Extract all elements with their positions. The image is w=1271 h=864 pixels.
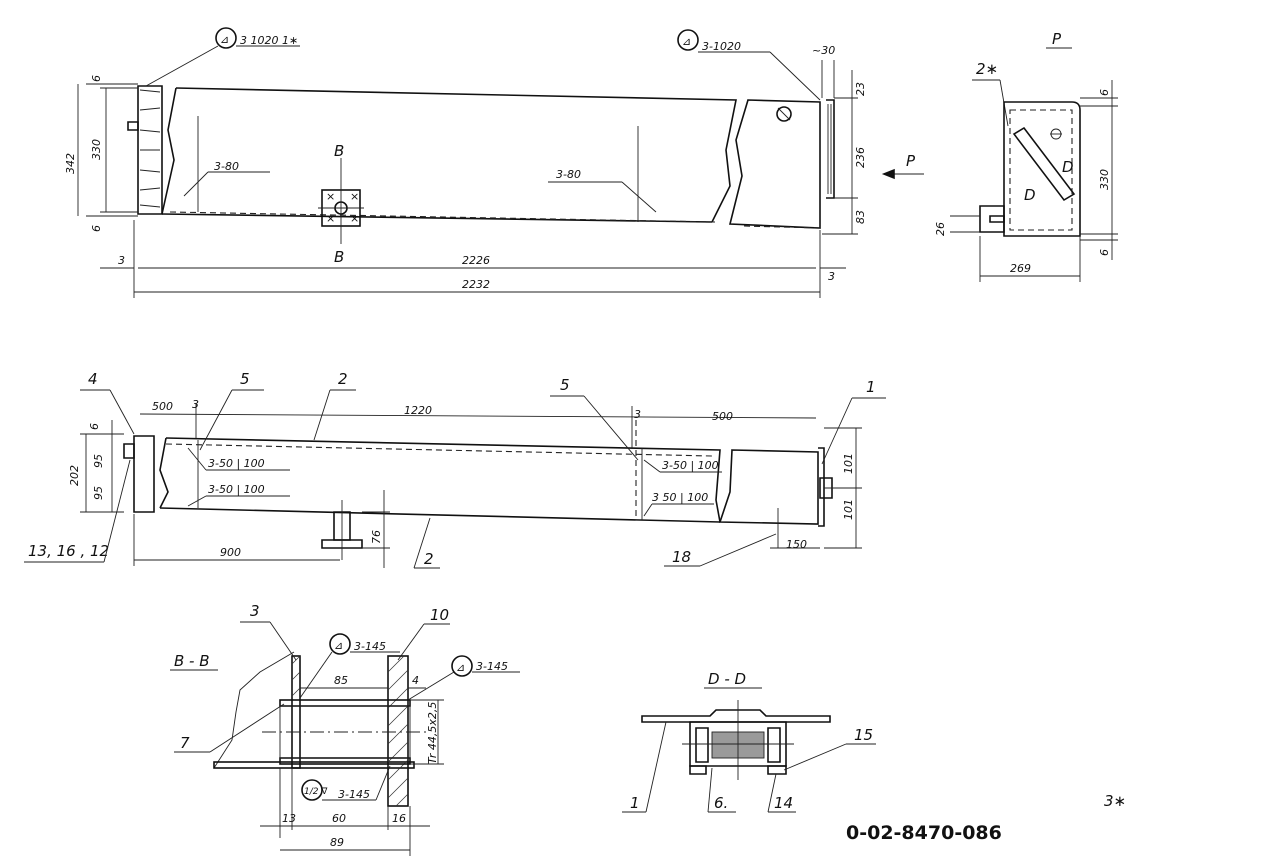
front-dim-95a: 95 [92,454,105,468]
front-dim-150: 150 [786,538,807,551]
front-callout-18: 18 [672,548,691,566]
weld-right-label: 3-1020 [702,40,741,53]
dim-gap-right: 3 [828,270,835,283]
section-bb-dim-4: 4 [412,674,419,687]
dim-342: 342 [64,153,77,174]
dim-330: 330 [90,139,103,160]
front-dim-500b: 500 [712,410,733,423]
weld-mid-right-label: 3-80 [556,168,581,181]
view-p: P 2∗ D D 6 330 6 26 269 [934,30,1118,282]
front-callout-5a: 5 [240,370,250,388]
front-dim-500a: 500 [152,400,173,413]
front-dim-202: 202 [68,465,81,486]
weld-mid-left-label: 3-80 [214,160,239,173]
section-bb-dim-60: 60 [332,812,346,825]
section-bb-callout-3: 3 [250,602,260,620]
section-dd-callout-6: 6. [714,794,728,812]
dim-2232: 2232 [462,278,490,291]
front-callout-5b: 5 [560,376,570,394]
section-bb-dim-13: 13 [282,812,296,825]
section-bb-dim-16: 16 [392,812,406,825]
front-dim-101b: 101 [842,499,855,520]
front-weld-2: 3-50 | 100 [208,483,265,496]
front-dim-101a: 101 [842,453,855,474]
svg-text:×: × [326,212,335,225]
section-bb-callout-7: 7 [180,734,190,752]
section-bb-title: B - B [174,652,210,670]
section-bb-weld-3: 3-145 [338,788,370,801]
dim-top-6: 6 [90,75,103,82]
top-view: × × × × B B ⊿ 3 1020 1∗ ⊿ 3-1020 3-80 3-80… [64,27,924,298]
view-p-26: 26 [934,222,947,236]
front-callout-1: 1 [866,378,876,396]
section-dd-callout-1: 1 [630,794,640,812]
front-weld-3: 3-50 | 100 [662,459,719,472]
front-dim-3a: 3 [192,398,199,411]
dim-gap-left: 3 [118,254,125,267]
view-p-330: 330 [1098,169,1111,190]
front-dim-900: 900 [220,546,241,559]
view-p-bottom-6: 6 [1098,249,1111,256]
dim-2226: 2226 [462,254,490,267]
section-bb-weld-2: 3-145 [476,660,508,673]
svg-text:×: × [326,190,335,203]
front-view: 4 5 2 5 1 2 18 13, 16 , 12 3-50 | 100 3-… [24,370,886,569]
dim-approx-30: ~30 [812,44,835,57]
front-callout-13: 13, 16 , 12 [28,542,109,560]
weld-left-label: 3 1020 1∗ [240,34,298,47]
section-bb: B - B 3 [170,602,520,856]
view-p-d2: D [1024,186,1036,204]
svg-text:⊿: ⊿ [456,661,465,674]
section-mark-bottom: B [334,248,344,266]
front-dim-6: 6 [88,423,101,430]
front-weld-4: 3 50 | 100 [652,491,708,504]
dim-bottom-6: 6 [90,225,103,232]
drawing-number: 0-02-8470-086 [846,822,1002,844]
section-bb-dim-89: 89 [330,836,344,849]
view-p-title: P [1052,30,1062,48]
view-arrow-p: P [906,152,916,170]
section-mark-top: B [334,142,344,160]
front-callout-2b: 2 [424,550,434,568]
front-dim-3b: 3 [634,408,641,421]
section-dd: D - D 15 1 6. 14 [622,670,876,813]
view-p-callout: 2∗ [976,60,998,78]
section-bb-weld-3-sym: 1/2 ∇ [304,787,328,797]
sheet-mark: 3∗ [1104,792,1126,810]
svg-text:⊿: ⊿ [334,639,343,652]
front-dim-95b: 95 [92,486,105,500]
section-bb-weld-1: 3-145 [354,640,386,653]
dim-83: 83 [854,210,867,224]
section-bb-dim-85: 85 [334,674,348,687]
section-dd-title: D - D [708,670,746,688]
svg-text:×: × [350,212,359,225]
svg-text:×: × [350,190,359,203]
svg-text:⊿: ⊿ [220,33,229,46]
dim-23: 23 [854,82,867,96]
plate-10-hatched [387,655,409,807]
section-b-plate: × × × × [318,158,364,244]
section-dd-callout-14: 14 [774,794,793,812]
front-dim-76: 76 [370,530,383,544]
section-bb-callout-10: 10 [430,606,449,624]
front-weld-1: 3-50 | 100 [208,457,265,470]
view-p-d1: D [1062,158,1074,176]
dim-236: 236 [854,147,867,168]
section-dd-callout-15: 15 [854,726,873,744]
front-callout-2a: 2 [338,370,348,388]
section-bb-pipe: Tr 44,5x2,5 [426,702,439,764]
svg-text:⊿: ⊿ [682,35,691,48]
front-dim-1220: 1220 [404,404,432,417]
view-p-269: 269 [1010,262,1031,275]
view-p-top-6: 6 [1098,89,1111,96]
front-callout-4: 4 [88,370,98,388]
